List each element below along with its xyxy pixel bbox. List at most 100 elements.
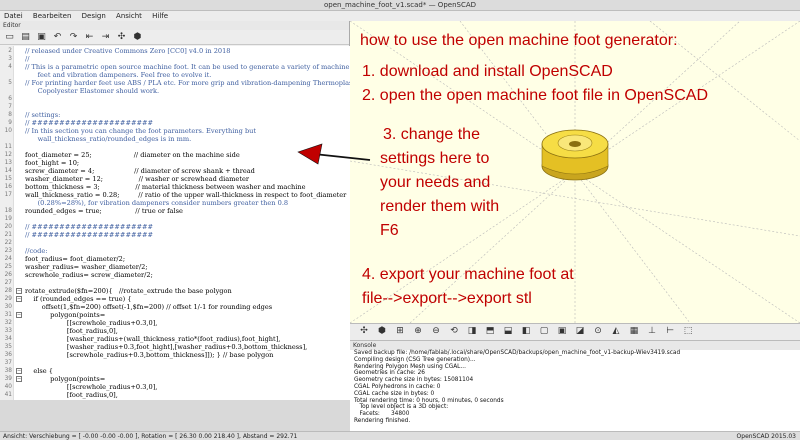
code-line[interactable]: 39− polygon(points=	[0, 375, 350, 383]
code-text: screw_diameter = 4; // diameter of screw…	[25, 167, 255, 175]
code-line[interactable]: (0.28%=28%), for vibration dampeners con…	[0, 199, 350, 207]
code-line[interactable]: 23//code:	[0, 247, 350, 255]
code-line[interactable]: 11	[0, 143, 350, 151]
reset-view-icon[interactable]: ⟲	[450, 326, 458, 336]
code-text: // This is a parametric open source mach…	[25, 63, 350, 71]
line-number: 8	[8, 112, 12, 118]
fold-toggle-icon[interactable]: −	[16, 288, 22, 294]
code-line[interactable]: 9// ######################	[0, 119, 350, 127]
edges-icon[interactable]: ⬚	[683, 326, 693, 336]
code-text: wall_thickness_ratio/rounded_edges is in…	[25, 135, 192, 143]
view-center-icon[interactable]: ⊙	[594, 326, 602, 336]
code-line[interactable]: 36 [screwhole_radius+0.3,bottom_thicknes…	[0, 351, 350, 359]
view-diagonal-icon[interactable]: ◪	[575, 326, 585, 336]
fold-toggle-icon[interactable]: −	[16, 296, 22, 302]
code-line[interactable]: 8// settings:	[0, 111, 350, 119]
zoom-out-icon[interactable]: ⊖	[432, 326, 440, 336]
instruction-step-3-line-1: 3. change the	[383, 126, 480, 143]
view-right-icon[interactable]: ◨	[467, 326, 477, 336]
axes-icon[interactable]: ⊥	[648, 326, 656, 336]
code-text: [washer_radius+(wall_thickness_ratio*(fo…	[25, 335, 281, 343]
view-top-icon[interactable]: ⬒	[485, 326, 495, 336]
fold-toggle-icon[interactable]: −	[16, 368, 22, 374]
orthogonal-icon[interactable]: ▦	[629, 326, 639, 336]
line-number: 31	[4, 312, 12, 318]
view-bottom-icon[interactable]: ⬓	[503, 326, 513, 336]
code-line[interactable]: 7	[0, 103, 350, 111]
render-icon[interactable]: ⬢	[378, 326, 386, 336]
unindent-icon[interactable]: ⇤	[85, 31, 94, 42]
code-line[interactable]: 3//	[0, 55, 350, 63]
view-left-icon[interactable]: ◧	[521, 326, 531, 336]
code-line[interactable]: 40 [[screwhole_radius+0.3,0],	[0, 383, 350, 391]
code-line[interactable]: 20// ######################	[0, 223, 350, 231]
line-number: 39	[4, 376, 12, 382]
code-line[interactable]: 33 [foot_radius,0],	[0, 327, 350, 335]
code-line[interactable]: 30 offset(1,$fn=200) offset(-1,$fn=200) …	[0, 303, 350, 311]
preview-icon[interactable]: ✣	[360, 326, 368, 336]
fold-toggle-icon[interactable]: −	[16, 312, 22, 318]
code-line[interactable]: 42 [washer_radius+(wall_thickness_ratio*…	[0, 399, 350, 400]
code-line[interactable]: 10// In this section you can change the …	[0, 127, 350, 135]
console-line: Geometries in cache: 26	[354, 370, 425, 377]
code-line[interactable]: 2// released under Creative Commons Zero…	[0, 47, 350, 55]
render-icon[interactable]: ⬢	[133, 31, 142, 42]
new-file-icon[interactable]: ▭	[5, 31, 14, 42]
code-editor[interactable]: 2// released under Creative Commons Zero…	[0, 46, 350, 400]
menu-hilfe[interactable]: Hilfe	[152, 12, 169, 20]
zoom-in-icon[interactable]: ⊕	[414, 326, 422, 336]
code-line[interactable]: 35 [washer_radius+0.3,foot_hight],[washe…	[0, 343, 350, 351]
menu-ansicht[interactable]: Ansicht	[116, 12, 142, 20]
indent-icon[interactable]: ⇥	[101, 31, 110, 42]
code-line[interactable]: 37	[0, 359, 350, 367]
menu-design[interactable]: Design	[81, 12, 106, 20]
code-line[interactable]: 29− if (rounded_edges == true) {	[0, 295, 350, 303]
undo-icon[interactable]: ↶	[53, 31, 62, 42]
code-text: offset(1,$fn=200) offset(-1,$fn=200) // …	[25, 303, 273, 311]
code-line[interactable]: 41 [foot_radius,0],	[0, 391, 350, 399]
code-line[interactable]: 27	[0, 279, 350, 287]
preview-icon[interactable]: ✣	[117, 31, 126, 42]
code-line[interactable]: feet and vibration dampeners. Feel free …	[0, 71, 350, 79]
console-line: Geometry cache size in bytes: 15081104	[354, 377, 474, 384]
menu-datei[interactable]: Datei	[4, 12, 23, 20]
fold-toggle-icon[interactable]: −	[16, 376, 22, 382]
redo-icon[interactable]: ↷	[69, 31, 78, 42]
code-line[interactable]: 19	[0, 215, 350, 223]
open-file-icon[interactable]: ▤	[21, 31, 30, 42]
3d-viewport[interactable]	[350, 21, 800, 323]
code-text: //code:	[25, 247, 48, 255]
code-line[interactable]: 38− else {	[0, 367, 350, 375]
code-line[interactable]: 22	[0, 239, 350, 247]
perspective-icon[interactable]: ◭	[612, 326, 620, 336]
menu-bearbeiten[interactable]: Bearbeiten	[32, 12, 72, 20]
console-line: Facets: 34800	[354, 411, 410, 418]
code-line[interactable]: 32 [[screwhole_radius+0.3,0],	[0, 319, 350, 327]
code-line[interactable]: 21// ######################	[0, 231, 350, 239]
view-front-icon[interactable]: ▢	[539, 326, 549, 336]
line-number: 24	[4, 256, 12, 262]
code-text: polygon(points=	[25, 375, 106, 383]
code-line[interactable]: wall_thickness_ratio/rounded_edges is in…	[0, 135, 350, 143]
save-icon[interactable]: ▣	[37, 31, 46, 42]
code-line[interactable]: 4// This is a parametric open source mac…	[0, 63, 350, 71]
code-line[interactable]: 28−rotate_extrude($fn=200){ //rotate_ext…	[0, 287, 350, 295]
code-line[interactable]: 6	[0, 95, 350, 103]
code-line[interactable]: Copolyester Elastomer should work.	[0, 87, 350, 95]
code-line[interactable]: 5// For printing harder feet use ABS / P…	[0, 79, 350, 87]
scale-markers-icon[interactable]: ⊢	[666, 326, 674, 336]
view-all-icon[interactable]: ⊞	[396, 326, 404, 336]
view-back-icon[interactable]: ▣	[557, 326, 567, 336]
code-line[interactable]: 34 [washer_radius+(wall_thickness_ratio*…	[0, 335, 350, 343]
code-line[interactable]: 31− polygon(points=	[0, 311, 350, 319]
